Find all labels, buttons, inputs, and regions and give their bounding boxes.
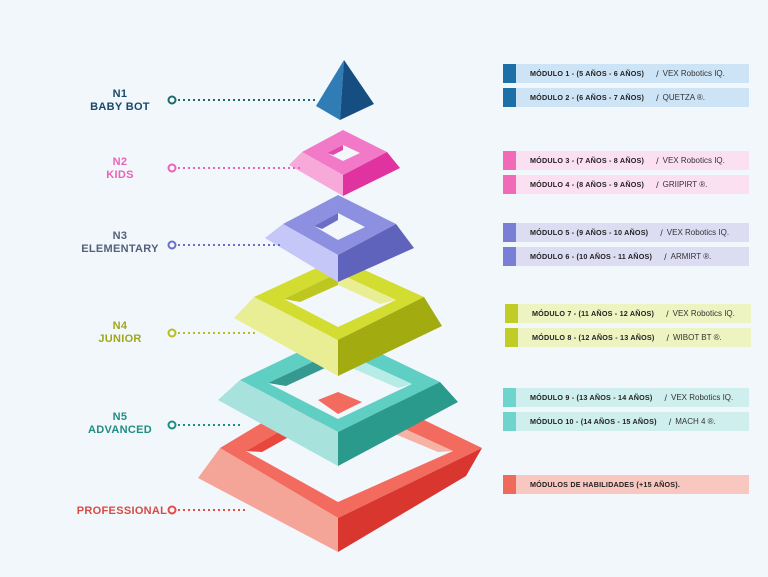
module-item: MÓDULO 1 - (5 AÑOS - 6 AÑOS) /VEX Robotic… [503, 64, 749, 83]
module-product: ARMIRT ®. [670, 252, 712, 261]
module-product: VEX Robotics IQ. [662, 156, 725, 165]
module-code: MÓDULO 2 - (6 AÑOS - 7 AÑOS) [530, 93, 645, 102]
module-color-swatch [503, 412, 516, 431]
connector-dot [167, 163, 177, 173]
pyramid-layer-n2 [289, 130, 400, 196]
module-color-swatch [505, 304, 518, 323]
module-item: MÓDULO 6 - (10 AÑOS - 11 AÑOS) /ARMIRT ®. [503, 247, 749, 266]
level-code: N5 [112, 411, 128, 423]
level-label-n3: N3 ELEMENTARY [76, 230, 164, 256]
level-label-professional: PROFESSIONAL [76, 505, 168, 518]
module-color-swatch [503, 88, 516, 107]
module-separator: / [666, 308, 669, 319]
module-separator: / [666, 332, 669, 343]
module-separator: / [664, 392, 667, 403]
level-connectors [167, 95, 318, 515]
module-separator: / [668, 416, 672, 427]
level-code: N2 [112, 156, 128, 168]
level-code: N4 [112, 320, 128, 332]
module-item-professional: MÓDULOS DE HABILIDADES (+15 AÑOS). [503, 475, 749, 494]
pyramid-layer-n3 [265, 195, 414, 282]
module-separator: / [656, 68, 659, 79]
module-separator: / [656, 155, 659, 166]
module-product: VEX Robotics IQ. [672, 309, 735, 318]
connector-dot [167, 240, 177, 250]
module-separator: / [656, 179, 659, 190]
module-color-swatch [503, 64, 516, 83]
module-product: VEX Robotics IQ. [666, 228, 730, 237]
module-code: MÓDULO 1 - (5 AÑOS - 6 AÑOS) [530, 69, 645, 78]
module-item: MÓDULO 3 - (7 AÑOS - 8 AÑOS) /VEX Robotic… [503, 151, 749, 170]
level-label-n1: N1 BABY BOT [80, 88, 160, 114]
module-color-swatch [503, 175, 516, 194]
module-item: MÓDULO 7 - (11 AÑOS - 12 AÑOS) /VEX Robot… [505, 304, 751, 323]
module-color-swatch [503, 475, 516, 494]
module-code: MÓDULO 10 - (14 AÑOS - 15 AÑOS) [530, 417, 657, 426]
module-separator: / [656, 92, 659, 103]
pyramid-layer-n4 [234, 258, 442, 376]
module-code: MÓDULO 8 - (12 AÑOS - 13 AÑOS) [532, 333, 655, 342]
connector-dot [167, 95, 177, 105]
level-code: N1 [112, 88, 128, 100]
level-label-n4: N4 JUNIOR [80, 320, 160, 346]
level-name: KIDS [106, 169, 134, 181]
module-item: MÓDULO 9 - (13 AÑOS - 14 AÑOS) / VEX Robot… [503, 388, 749, 407]
level-code: N3 [112, 230, 128, 242]
module-code: MÓDULO 9 - (13 AÑOS - 14 AÑOS) [530, 393, 653, 402]
module-item: MÓDULO 8 - (12 AÑOS - 13 AÑOS) / WIBOT BT … [505, 328, 751, 347]
pyramid-layer-n1 [316, 60, 374, 120]
connector-dot [167, 328, 177, 338]
level-name: JUNIOR [98, 333, 142, 345]
module-code: MÓDULO 7 - (11 AÑOS - 12 AÑOS) [532, 309, 655, 318]
level-label-n5: N5 ADVANCED [76, 411, 164, 437]
module-product: QUETZA ®. [662, 93, 705, 102]
module-product: GRIIPIRT ®. [662, 180, 708, 189]
module-color-swatch [503, 223, 516, 242]
module-product: WIBOT BT ®. [673, 333, 722, 342]
module-code: MÓDULO 6 - (10 AÑOS - 11 AÑOS) [530, 252, 653, 261]
module-code: MÓDULO 5 - (9 AÑOS - 10 AÑOS) [530, 228, 649, 237]
module-code: MÓDULO 4 - (8 AÑOS - 9 AÑOS) [530, 180, 645, 189]
level-name: ELEMENTARY [81, 243, 159, 255]
module-separator: / [660, 227, 663, 238]
module-color-swatch [505, 328, 518, 347]
module-code: MÓDULOS DE HABILIDADES (+15 AÑOS). [530, 480, 681, 489]
module-product: MACH 4 ®. [675, 417, 716, 426]
level-name: PROFESSIONAL [76, 505, 168, 517]
module-product: VEX Robotics IQ. [671, 393, 734, 402]
module-item: MÓDULO 10 - (14 AÑOS - 15 AÑOS) /MACH 4 ®… [503, 412, 749, 431]
level-name: BABY BOT [90, 101, 150, 113]
connector-dot [167, 505, 177, 515]
level-label-n2: N2 KIDS [80, 156, 160, 182]
module-color-swatch [503, 388, 516, 407]
module-code: MÓDULO 3 - (7 AÑOS - 8 AÑOS) [530, 156, 645, 165]
module-item: MÓDULO 4 - (8 AÑOS - 9 AÑOS) /GRIIPIRT ®. [503, 175, 749, 194]
module-item: MÓDULO 5 - (9 AÑOS - 10 AÑOS) /VEX Roboti… [503, 223, 749, 242]
connector-dot [167, 420, 177, 430]
module-product: VEX Robotics IQ. [662, 69, 725, 78]
module-separator: / [664, 251, 667, 262]
module-color-swatch [503, 247, 516, 266]
module-color-swatch [503, 151, 516, 170]
level-name: ADVANCED [88, 424, 152, 436]
module-item: MÓDULO 2 - (6 AÑOS - 7 AÑOS) /QUETZA ®. [503, 88, 749, 107]
